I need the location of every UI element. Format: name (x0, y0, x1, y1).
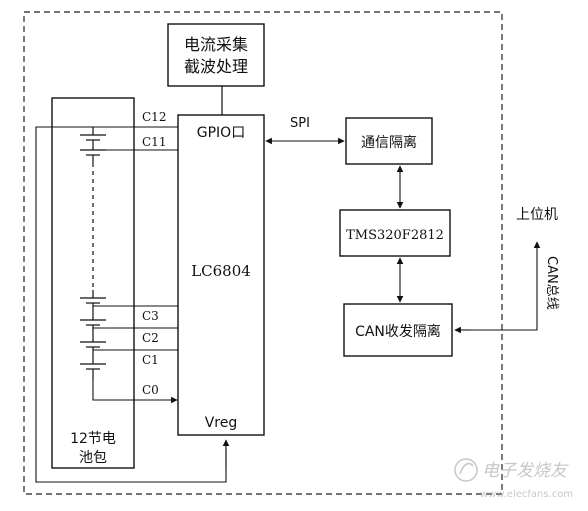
tap-label-c3: C3 (142, 309, 159, 323)
tap-label-c12: C12 (142, 110, 166, 124)
battery-pack-line2: 池包 (79, 450, 107, 466)
tap-label-c11: C11 (142, 135, 166, 149)
comm-isolation-block (345, 117, 433, 165)
chip-gpio-label: GPIO口 (197, 125, 245, 141)
watermark-text: 电子发烧友 (482, 461, 569, 481)
chip-name: LC6804 (191, 262, 251, 280)
chip-vreg-label: Vreg (205, 415, 238, 431)
tap-label-c1: C1 (142, 353, 159, 367)
tap-label-c2: C2 (142, 331, 159, 345)
chip-block (177, 114, 265, 436)
dsp-block (339, 209, 451, 257)
can-bus-label: CAN总线 (544, 256, 559, 310)
current-sampling-block (167, 23, 265, 87)
tap-wires (35, 126, 227, 483)
dsp-label: TMS320F2812 (346, 228, 444, 243)
watermark-logo-icon (454, 458, 478, 482)
can-isolation-block (343, 303, 453, 357)
spi-label: SPI (290, 116, 310, 131)
tap-label-c0: C0 (142, 383, 159, 397)
current-sampling-line2: 截波处理 (184, 57, 248, 76)
battery-pack-line1: 12节电 (70, 431, 116, 447)
watermark: 电子发烧友 www.elecfans.com (454, 458, 573, 500)
current-sampling-line1: 电流采集 (184, 35, 248, 54)
host-label: 上位机 (516, 207, 558, 223)
can-bus-link (456, 241, 541, 331)
watermark-url: www.elecfans.com (480, 489, 573, 500)
comm-isolation-label: 通信隔离 (361, 134, 417, 151)
can-isolation-label: CAN收发隔离 (355, 323, 441, 340)
